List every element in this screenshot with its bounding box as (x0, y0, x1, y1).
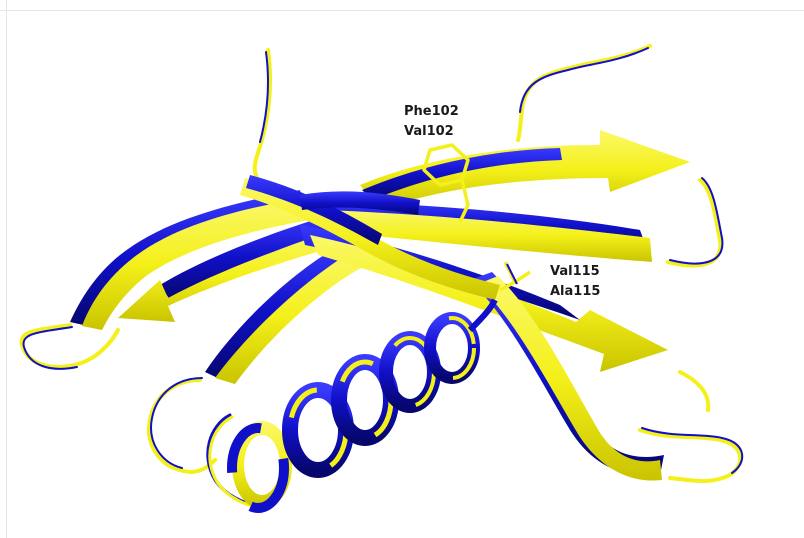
site1-label-line1: Phe102 (404, 102, 459, 122)
site1-label-line2: Val102 (404, 122, 454, 142)
site2-label-line2: Ala115 (550, 282, 600, 302)
site2-label-line1: Val115 (550, 262, 600, 282)
